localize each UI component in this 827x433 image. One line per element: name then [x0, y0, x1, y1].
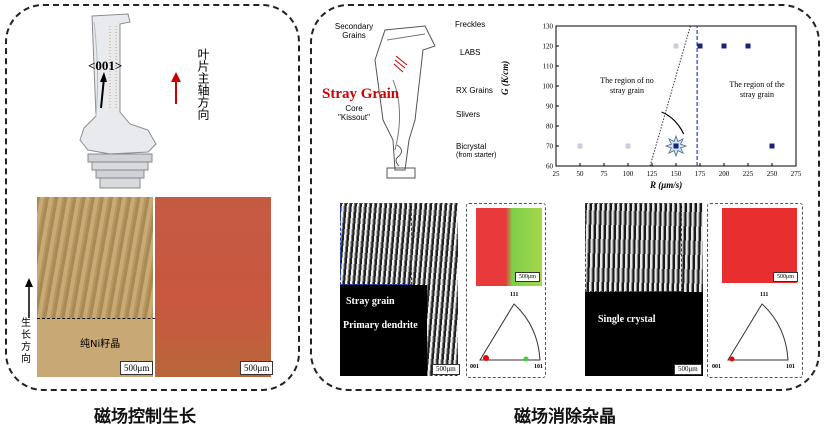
schematic-label-bicrystal: Bicrystal	[456, 142, 487, 151]
ipf-001-right: 001	[712, 364, 721, 370]
growth-direction-label: 生长方向	[21, 318, 31, 365]
data-point	[769, 143, 775, 149]
schematic-label-slivers: Slivers	[456, 110, 481, 119]
ebsd-map-single	[722, 208, 797, 283]
seed-label: 纯Ni籽晶	[80, 339, 121, 350]
stray-grain-label: Stray grain	[346, 296, 395, 307]
scale-bar-single: 500μm	[674, 364, 702, 375]
data-point	[577, 143, 583, 149]
ipf-111-left: 111	[510, 292, 519, 298]
x-tick-label: 75	[601, 170, 609, 178]
turbine-blade-image	[79, 13, 157, 189]
ebsd-scale-stray: 500μm	[515, 272, 540, 282]
primary-dendrite-label: Primary dendrite	[343, 320, 418, 331]
data-point	[745, 43, 751, 49]
x-tick-label: 275	[791, 170, 802, 178]
x-tick-label: 200	[719, 170, 730, 178]
y-tick-label: 110	[543, 63, 554, 71]
data-point	[625, 143, 631, 149]
schematic-label-freckles: Freckles	[455, 20, 486, 29]
x-tick-label: 150	[671, 170, 682, 178]
y-tick-label: 90	[546, 103, 554, 111]
stray-grain-title: Stray Grain	[322, 86, 400, 102]
micrograph-single-dark	[585, 292, 703, 376]
schematic-label-core: Core "Kissout"	[338, 104, 370, 122]
y-tick-label: 80	[546, 123, 554, 131]
x-tick-label: 25	[553, 170, 561, 178]
ipf-triangle-left	[479, 303, 541, 362]
left-caption: 磁场控制生长	[94, 407, 196, 427]
ebsd-scale-single: 500μm	[773, 272, 798, 282]
x-tick-label: 100	[623, 170, 634, 178]
y-tick-label: 60	[546, 163, 554, 171]
region-stray-label: The region of the stray grain	[729, 80, 785, 99]
transition-arrow	[661, 111, 685, 135]
dotted-boundary-line	[649, 25, 691, 167]
axis-arrow-icon	[171, 72, 181, 104]
right-panel-frame	[310, 4, 820, 391]
x-tick-label: 175	[695, 170, 706, 178]
x-tick-label: 125	[647, 170, 658, 178]
schematic-label-starter: (from starter)	[456, 152, 497, 159]
seed-boundary	[37, 318, 271, 319]
schematic-label-rx: RX Grains	[456, 86, 493, 95]
scale-bar-left: 500μm	[120, 361, 154, 375]
ipf-111-right: 111	[760, 292, 769, 298]
stray-region-box	[340, 203, 412, 285]
ipf-101-left: 101	[534, 364, 543, 370]
single-region-box	[585, 203, 682, 292]
stray-grain-schematic	[374, 25, 436, 179]
axis-direction-label: 叶片主轴方向	[196, 48, 210, 120]
x-tick-label: 225	[743, 170, 754, 178]
scale-bar-stray: 500μm	[432, 364, 460, 375]
chart-ylabel: G (K/cm)	[500, 60, 510, 95]
y-tick-label: 130	[543, 23, 554, 31]
y-tick-label: 100	[543, 83, 554, 91]
scale-bar-right: 500μm	[240, 361, 274, 375]
y-tick-label: 70	[546, 143, 554, 151]
left-panel-frame	[5, 4, 300, 391]
growth-arrow-icon	[25, 278, 33, 318]
y-tick-label: 120	[543, 43, 554, 51]
x-tick-label: 250	[767, 170, 778, 178]
data-point	[673, 143, 679, 149]
chart-xlabel: R (μm/s)	[650, 180, 683, 190]
g-r-scatter-chart: 25 50 75 100 125 150 175 200 225 250 275 60 70 80 90 10…	[543, 23, 802, 179]
ipf-triangle-right	[727, 303, 789, 362]
data-point	[721, 43, 727, 49]
ebsd-map-left	[155, 197, 271, 377]
x-tick-label: 50	[577, 170, 585, 178]
blade-orientation-label: <001>	[88, 58, 123, 73]
ipf-001-left: 001	[470, 364, 479, 370]
data-point	[673, 43, 679, 49]
right-caption: 磁场消除杂晶	[514, 407, 616, 427]
ipf-101-right: 101	[786, 364, 795, 370]
micrograph-stray-dark	[340, 285, 427, 376]
schematic-label-labs: LABS	[460, 48, 481, 57]
single-crystal-label: Single crystal	[598, 314, 656, 325]
region-no-stray-label: The region of no stray grain	[600, 76, 654, 95]
schematic-label-secondary: Secondary Grains	[334, 22, 374, 40]
data-point	[697, 43, 703, 49]
